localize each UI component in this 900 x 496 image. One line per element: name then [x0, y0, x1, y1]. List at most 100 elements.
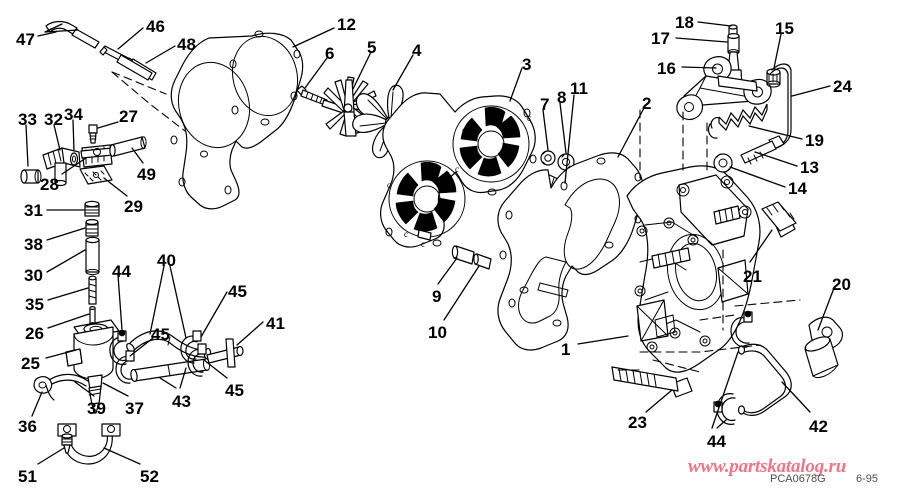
svg-text:c: c: [462, 125, 466, 135]
part-2-housing-gasket: [497, 152, 644, 351]
callout-number-1: 1: [561, 340, 571, 359]
callout-number-34: 34: [64, 105, 83, 124]
callout-number-32: 32: [44, 110, 63, 129]
callout-number-51: 51: [18, 467, 37, 486]
callout-number-16: 16: [657, 59, 676, 78]
part-12-cover-gasket: [170, 30, 304, 210]
callout-number-17: 17: [651, 29, 670, 48]
part-8-flat-washer: [557, 153, 575, 171]
callout-number-12: 12: [337, 15, 356, 34]
document-code: PCA0678G: [770, 473, 826, 485]
callout-number-40: 40: [157, 251, 176, 270]
callout-number-18: 18: [675, 13, 694, 32]
part-13-pivot-bolt: [740, 135, 785, 165]
callout-number-35: 35: [25, 295, 44, 314]
callout-number-20: 20: [832, 275, 851, 294]
part-44-hose-clamp-left: [109, 329, 127, 366]
assembly-guide-lines: [111, 71, 801, 373]
callout-number-44: 44: [707, 432, 726, 451]
part-14-pivot-washer: [713, 153, 733, 173]
part-34-o-ring: [69, 152, 79, 166]
callout-number-36: 36: [18, 417, 37, 436]
callout-number-41: 41: [266, 314, 285, 333]
callout-number-11: 11: [570, 79, 588, 98]
callout-number-47: 47: [16, 30, 35, 49]
callout-number-38: 38: [24, 235, 43, 254]
callout-number-45: 45: [228, 282, 247, 301]
part-25-fuel-pump-body: [65, 319, 120, 390]
callout-number-42: 42: [809, 417, 828, 436]
callout-number-9: 9: [432, 287, 442, 306]
part-42-bent-water-tube: [737, 343, 792, 416]
part-27-check-valve-screw: [88, 124, 98, 144]
callout-number-27: 27: [119, 107, 138, 126]
part-51-clamp-screw: [61, 433, 73, 454]
part-30-plunger-sleeve: [85, 236, 100, 276]
callout-number-13: 13: [800, 158, 819, 177]
document-date: 6-95: [856, 473, 879, 485]
part-3-impeller-plate-assembly: c c c c c c: [380, 92, 537, 249]
callout-number-43: 43: [172, 392, 191, 411]
svg-text:c: c: [421, 239, 425, 249]
part-23-long-hex-bolt: [611, 366, 693, 398]
callout-number-10: 10: [428, 323, 447, 342]
callout-number-39: 39: [87, 399, 106, 418]
part-37-pump-outlet-nipple: [88, 385, 102, 414]
leader-lines: [25, 21, 835, 465]
callout-number-25: 25: [21, 354, 40, 373]
callout-number-30: 30: [24, 266, 43, 285]
callout-number-4: 4: [412, 41, 422, 60]
callout-number-5: 5: [367, 38, 377, 57]
callout-number-46: 46: [146, 17, 165, 36]
callout-number-14: 14: [788, 179, 807, 198]
callout-number-24: 24: [833, 77, 852, 96]
part-10-roll-pin: [473, 253, 492, 270]
callout-number-44: 44: [112, 262, 131, 281]
callout-number-23: 23: [628, 413, 647, 432]
callout-number-31: 31: [24, 201, 43, 220]
part-45-hose-clip-c: [187, 343, 207, 377]
svg-text:c: c: [404, 229, 408, 239]
part-28-valve-assembly: [80, 144, 114, 168]
callout-number-2: 2: [642, 94, 652, 113]
callout-number-33: 33: [18, 110, 37, 129]
threaded-boss-upper: [713, 205, 741, 225]
part-17-grommet: [727, 32, 740, 55]
callout-number-45: 45: [225, 381, 244, 400]
callout-number-29: 29: [124, 197, 143, 216]
callout-number-15: 15: [775, 19, 794, 38]
callout-number-49: 49: [137, 165, 156, 184]
part-33-seal-ring: [20, 169, 42, 184]
callout-number-37: 37: [125, 399, 144, 418]
svg-text:c: c: [527, 113, 531, 123]
part-19-coil-spring: [707, 103, 768, 139]
part-47-bent-rod: [45, 20, 100, 49]
part-29-diaphragm-plate: [79, 165, 113, 185]
callout-number-45: 45: [151, 325, 170, 344]
callout-number-3: 3: [522, 55, 532, 74]
part-7-lock-washer: [540, 150, 556, 166]
callout-number-28: 28: [40, 175, 59, 194]
callout-number-7: 7: [540, 95, 550, 114]
threaded-boss-lower: [651, 247, 691, 269]
callout-number-21: 21: [743, 267, 762, 286]
site-watermark: www.partskatalog.ru: [688, 456, 847, 477]
part-16-linkage-arm: [676, 56, 772, 121]
callout-number-6: 6: [325, 44, 335, 63]
part-41-hose-fitting: [206, 338, 244, 368]
callout-number-26: 26: [25, 324, 44, 343]
part-20-nipple-fitting: [804, 316, 844, 379]
part-44-hose-clamp-upper: [730, 310, 753, 348]
callout-number-48: 48: [177, 35, 196, 54]
part-38-filter-screen: [85, 219, 99, 237]
part-21-hex-head-bolt: [761, 201, 797, 238]
part-36-ground-wire: [45, 384, 55, 401]
callout-number-19: 19: [805, 131, 824, 150]
part-39-ground-terminal: [33, 373, 89, 394]
part-48-rod: [116, 54, 153, 81]
part-49-tube-spacer: [109, 136, 147, 157]
part-6-impeller-screw: [296, 85, 328, 106]
part-1-exhaust-housing-body: [626, 165, 761, 373]
